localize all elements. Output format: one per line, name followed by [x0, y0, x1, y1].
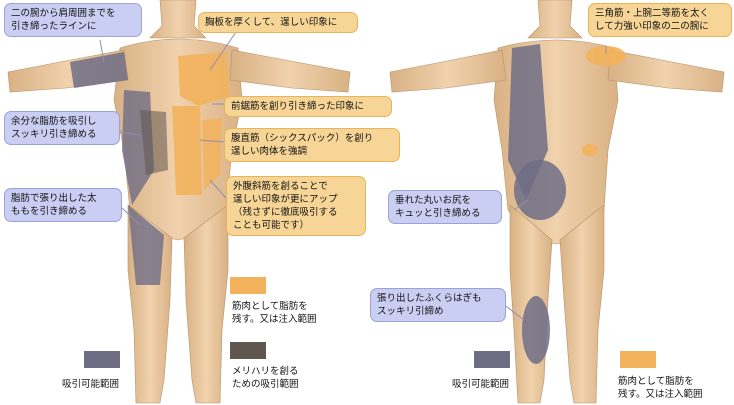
back-upper-arm-keep-zone: [582, 144, 598, 156]
front-right-leg: [184, 205, 228, 403]
callout-deltoid: 三角筋・上腕二等筋を太く して力強い印象の二の腕に: [588, 3, 732, 37]
callout-upper-arm: 二の腕から肩周囲までを 引き締ったラインに: [4, 3, 142, 37]
front-abs-keep-zone: [172, 106, 202, 195]
back-buttock-suction-zone: [514, 160, 566, 220]
callout-thighs: 脂肪で張り出した太 ももを引き締める: [4, 188, 122, 222]
callout-buttocks: 垂れた丸いお尻を キュッと引き締める: [388, 190, 502, 224]
back-right-leg: [560, 205, 604, 403]
back-legend-suction-swatch: [474, 351, 510, 368]
back-head: [528, 0, 582, 38]
back-legend-suction-label: 吸引可能範囲: [452, 378, 509, 391]
callout-serratus: 前鋸筋を創り引き締った印象に: [224, 96, 392, 117]
back-legend-keep-muscle-swatch: [620, 351, 656, 368]
callout-obliques: 外腹斜筋を創ることで 逞しい印象が更にアップ （残さずに徹底吸引する ことも可能…: [226, 176, 366, 236]
front-legend-contour-swatch: [230, 342, 266, 359]
back-legend-keep-muscle-label: 筋肉として脂肪を 残す。又は注入範囲: [618, 375, 703, 401]
front-right-arm: [230, 50, 350, 92]
callout-love-handles: 余分な脂肪を吸引し スッキリ引き締める: [4, 111, 120, 145]
back-calf-suction-zone: [522, 296, 550, 364]
front-legend-keep-muscle-swatch: [230, 277, 266, 294]
front-legend-contour-label: メリハリを創る ための吸引範囲: [232, 365, 299, 391]
front-chest-keep-zone: [178, 52, 230, 106]
front-legend-keep-muscle-label: 筋肉として脂肪を 残す。又は注入範囲: [232, 300, 317, 326]
callout-chest: 胸板を厚くして、逞しい印象に: [198, 12, 358, 33]
front-legend-suction-swatch: [84, 351, 120, 368]
back-left-arm: [390, 50, 506, 92]
front-legend-suction-label: 吸引可能範囲: [62, 378, 119, 391]
callout-six-pack: 腹直筋（シックスパック）を創り 逞しい肉体を強調: [224, 128, 400, 162]
callout-calves: 張り出したふくらはぎも スッキリ引締め: [370, 288, 506, 322]
